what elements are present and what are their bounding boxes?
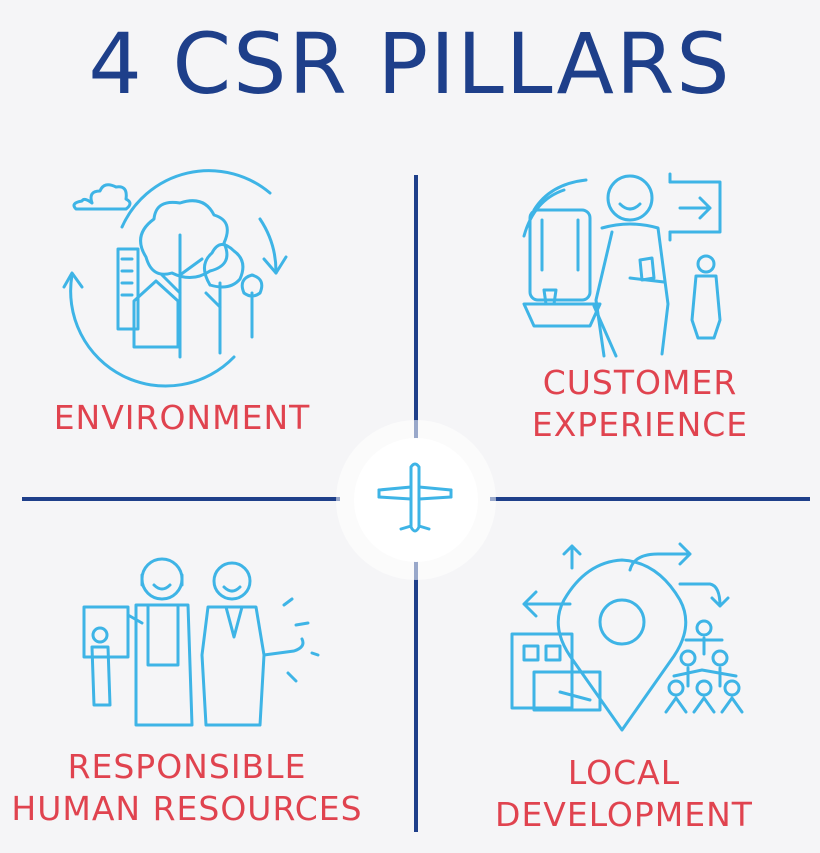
trees-cycle-icon — [62, 169, 288, 388]
location-pin-icon — [510, 542, 744, 732]
airplane-icon — [377, 462, 453, 533]
divider-vertical-bottom — [414, 560, 418, 832]
traveler-icon — [522, 172, 722, 358]
people-icon — [82, 557, 320, 727]
label-line: DEVELOPMENT — [495, 795, 753, 834]
pillar-label-customer-experience: CUSTOMER EXPERIENCE — [490, 362, 790, 446]
pillar-label-local-development: LOCAL DEVELOPMENT — [474, 752, 774, 836]
divider-horizontal-left — [22, 497, 340, 501]
label-line: CUSTOMER — [542, 363, 738, 402]
center-hub-inner — [354, 438, 478, 562]
label-line: LOCAL — [567, 753, 681, 792]
label-line: ENVIRONMENT — [53, 398, 311, 437]
pillar-label-environment: ENVIRONMENT — [32, 397, 332, 439]
label-line: HUMAN RESOURCES — [11, 789, 363, 828]
label-line: RESPONSIBLE — [67, 747, 307, 786]
label-line: EXPERIENCE — [531, 405, 749, 444]
page-title: 4 CSR PILLARS — [88, 15, 732, 113]
divider-horizontal-right — [490, 497, 810, 501]
pillar-label-human-resources: RESPONSIBLE HUMAN RESOURCES — [2, 746, 372, 830]
divider-vertical-top — [414, 175, 418, 443]
